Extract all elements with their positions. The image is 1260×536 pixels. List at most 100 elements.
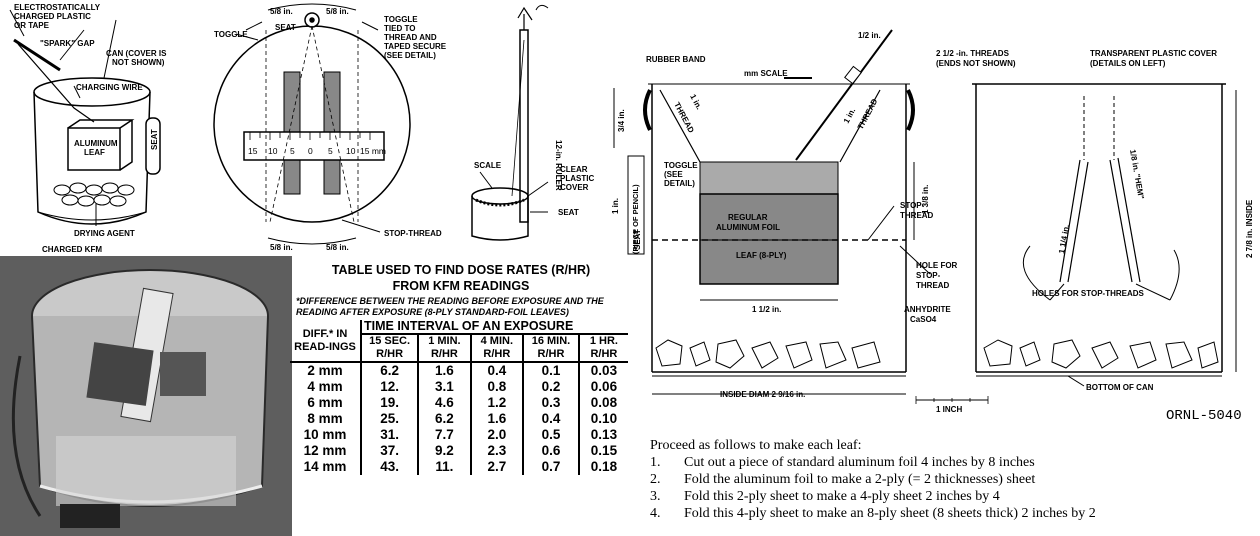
label-toggle-2: (SEE xyxy=(664,170,683,179)
label-cover-1: CLEAR xyxy=(560,165,588,174)
table-row: 8 mm 25. 6.2 1.6 0.4 0.10 xyxy=(290,411,628,427)
value-cell: 2.0 xyxy=(469,427,524,443)
dose-table-body: 2 mm 6.2 1.6 0.4 0.1 0.03 4 mm 12. 3.1 0… xyxy=(290,362,628,475)
label-five-eighths-bottom-right: 5/8 in. xyxy=(326,243,349,252)
diff-cell: 2 mm xyxy=(307,363,343,378)
label-toggle-1: TOGGLE xyxy=(664,161,698,170)
can-body xyxy=(33,91,151,225)
cover-slot-left xyxy=(1059,159,1089,283)
label-seat-pencil-1: SEAT xyxy=(633,229,642,250)
leaf-8-ply xyxy=(699,193,839,285)
value-cell: 1.6 xyxy=(417,362,471,379)
cover-detail-stones xyxy=(983,339,1219,369)
step-text: Cut out a piece of standard aluminum foi… xyxy=(684,455,1035,470)
dose-col-header-2: 4 MIN. R/HR xyxy=(469,334,524,363)
value-cell: 0.18 xyxy=(577,459,628,475)
value-cell: 2.3 xyxy=(469,443,524,459)
label-toggle-right-2: TIED TO xyxy=(384,24,415,33)
cover-detail-labels: 1 1/4 in. 1/8 in. "HEM" HOLES FOR STOP-T… xyxy=(1032,149,1254,392)
diff-cell: 10 mm xyxy=(303,427,347,442)
cover-slot-right xyxy=(1109,157,1141,283)
label-spark-gap: "SPARK" GAP xyxy=(40,39,95,48)
value-cell: 19. xyxy=(359,395,419,411)
label-seat: SEAT xyxy=(150,129,159,150)
anhydrite-stones xyxy=(655,339,881,369)
label-five-eighths-top-right: 5/8 in. xyxy=(326,7,349,16)
label-stop-thread-1: STOP- xyxy=(900,201,925,210)
step-text: Fold the aluminum foil to make a 2-ply (… xyxy=(684,472,1036,487)
label-threads-2: (ENDS NOT SHOWN) xyxy=(936,59,1016,68)
leaf-instructions: Proceed as follows to make each leaf: 1.… xyxy=(650,437,1256,522)
dose-table-stub-header: DIFF.* IN READ-INGS xyxy=(290,320,361,363)
value-cell: 0.3 xyxy=(522,395,579,411)
dose-col-header-0: 15 SEC. R/HR xyxy=(359,334,419,363)
scale-tick-2: 5 xyxy=(290,146,295,156)
ruler-view-diagram xyxy=(471,4,549,241)
label-rubber-band: RUBBER BAND xyxy=(646,55,706,64)
value-cell: 0.5 xyxy=(522,427,579,443)
charging-rod xyxy=(795,29,893,161)
dose-table-grid: DIFF.* IN READ-INGS TIME INTERVAL OF AN … xyxy=(290,320,628,475)
dose-col-header-4: 1 HR. R/HR xyxy=(577,334,628,363)
label-holes: HOLES FOR STOP-THREADS xyxy=(1032,289,1145,298)
seat-pencil xyxy=(627,155,645,255)
dose-rate-table: TABLE USED TO FIND DOSE RATES (R/HR) FRO… xyxy=(290,262,632,475)
label-one-in-right: 1 in. xyxy=(842,107,857,125)
diff-cell: 14 mm xyxy=(303,459,347,474)
mm-scale-ticks: 15 10 5 0 5 10 15 mm xyxy=(248,146,386,156)
label-regular-foil-2: ALUMINUM FOIL xyxy=(716,223,780,232)
value-cell: 6.2 xyxy=(417,411,471,427)
value-cell: 43. xyxy=(359,459,419,475)
label-threads-1: 2 1/2 -in. THREADS xyxy=(936,49,1010,58)
value-cell: 0.08 xyxy=(577,395,628,411)
value-cell: 9.2 xyxy=(417,443,471,459)
instruction-step: 3. Fold this 2-ply sheet to make a 4-ply… xyxy=(650,488,1256,505)
value-cell: 6.2 xyxy=(359,362,419,379)
rubber-band-left xyxy=(643,89,652,131)
value-cell: 37. xyxy=(359,443,419,459)
label-toggle-left: TOGGLE xyxy=(214,30,248,39)
label-five-eighths-top-left: 5/8 in. xyxy=(270,7,293,16)
label-cover-detail: (DETAILS ON LEFT) xyxy=(1090,59,1166,68)
label-charged-plastic-1: ELECTROSTATICALLY xyxy=(14,3,101,12)
dose-table-title-line-2: FROM KFM READINGS xyxy=(392,279,530,293)
label-charging-wire: CHARGING WIRE xyxy=(76,83,143,92)
scale-tick-3: 0 xyxy=(308,146,313,156)
value-cell: 0.10 xyxy=(577,411,628,427)
value-cell: 0.06 xyxy=(577,379,628,395)
step-number: 3. xyxy=(650,489,661,504)
value-cell: 2.7 xyxy=(469,459,524,475)
dose-table-note: *DIFFERENCE BETWEEN THE READING BEFORE E… xyxy=(296,296,604,317)
label-hole-1: HOLE FOR xyxy=(916,261,958,270)
label-three-quarters: 3/4 in. xyxy=(617,109,626,132)
section-view-diagram xyxy=(613,29,989,404)
label-one-quarter: 1 1/4 in. xyxy=(1057,224,1071,254)
diff-cell: 6 mm xyxy=(307,395,343,410)
instruction-step: 2. Fold the aluminum foil to make a 2-pl… xyxy=(650,471,1256,488)
dose-table-group-header: TIME INTERVAL OF AN EXPOSURE xyxy=(360,320,628,335)
label-top-stop-thread: STOP-THREAD xyxy=(384,229,442,238)
label-bottom-of-can: BOTTOM OF CAN xyxy=(1086,383,1154,392)
label-stop-thread-2: THREAD xyxy=(900,211,934,220)
value-cell: 31. xyxy=(359,427,419,443)
value-cell: 0.1 xyxy=(522,362,579,379)
value-cell: 0.15 xyxy=(577,443,628,459)
kfm-photo-drawing xyxy=(0,256,292,536)
value-cell: 0.13 xyxy=(577,427,628,443)
charged-kfm-diagram xyxy=(9,9,161,226)
label-drying-agent: DRYING AGENT xyxy=(74,229,135,238)
label-top-seat: SEAT xyxy=(275,23,296,32)
scale-tick-6: 15 mm xyxy=(360,146,386,156)
label-regular-foil-1: REGULAR xyxy=(728,213,768,222)
diff-cell: 12 mm xyxy=(303,443,347,458)
label-inside-diam: INSIDE DIAM 2 9/16 in. xyxy=(720,390,805,399)
value-cell: 11. xyxy=(417,459,471,475)
table-row: 4 mm 12. 3.1 0.8 0.2 0.06 xyxy=(290,379,628,395)
value-cell: 4.6 xyxy=(417,395,471,411)
label-ruler-seat: SEAT xyxy=(558,208,579,217)
top-view-diagram xyxy=(213,3,411,245)
label-aluminum-leaf-1: ALUMINUM xyxy=(74,139,118,148)
small-can-body xyxy=(471,196,529,241)
scale-tick-0: 15 xyxy=(248,146,258,156)
